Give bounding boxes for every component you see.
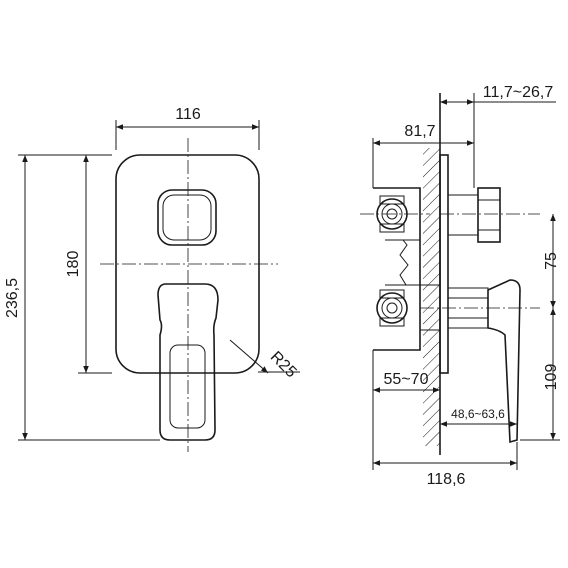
dim-width: 116 — [175, 106, 201, 123]
dim-plate-height: 180 — [65, 251, 82, 278]
mounting-body — [373, 187, 421, 351]
dim-body-depth: 81,7 — [404, 123, 435, 140]
cover-plate-side — [439, 154, 449, 374]
dim-axis-spacing: 75 — [543, 252, 560, 270]
dim-plate-adjust: 48,6~63,6 — [451, 407, 505, 421]
upper-connector — [360, 195, 430, 233]
selector-button-outer — [157, 189, 217, 246]
dim-total-height: 236,5 — [4, 278, 21, 318]
dim-depth-adjust: 11,7~26,7 — [483, 84, 554, 101]
selector-button-inner — [162, 194, 212, 241]
dim-lever-offset: 109 — [543, 364, 560, 391]
lever-window — [169, 344, 206, 429]
front-view: 116 180 236,5 R25 — [4, 106, 300, 452]
dim-install-depth: 55~70 — [384, 371, 429, 388]
selector-stem — [447, 187, 501, 243]
dim-total-depth: 118,6 — [427, 471, 466, 488]
lever-handle — [157, 283, 219, 441]
bypass-pipe — [399, 239, 409, 286]
lower-connector — [376, 289, 408, 327]
side-view: 11,7~26,7 81,7 75 109 55~70 48,6~63,6 11… — [360, 84, 560, 488]
dim-radius: R25 — [267, 348, 300, 381]
wall-hatch — [423, 148, 440, 446]
